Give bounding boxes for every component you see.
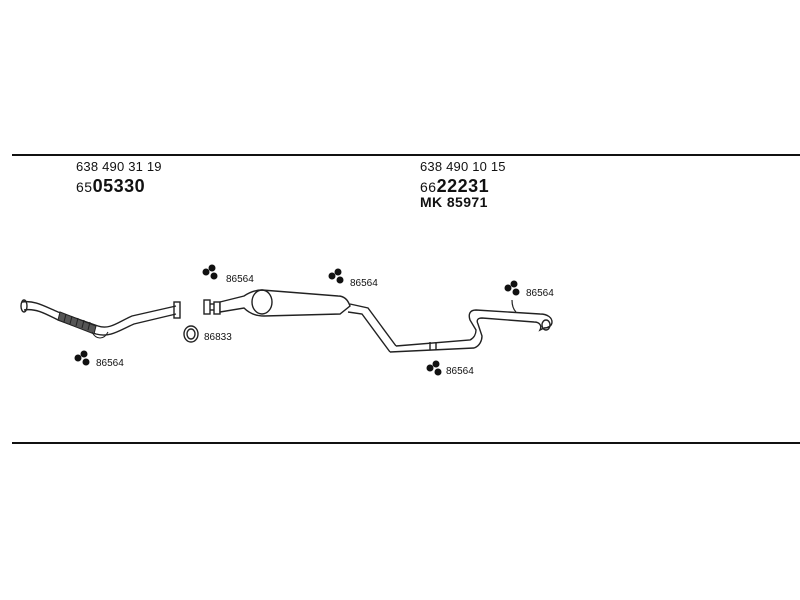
hanger-callout-label: 86564: [446, 366, 474, 377]
rubber-hanger-icon: [328, 268, 344, 284]
top-divider: [12, 154, 800, 156]
hanger-callout-label: 86564: [350, 278, 378, 289]
connector-clamp: [203, 299, 221, 315]
middle-muffler: [219, 289, 397, 353]
right-mk-label: MK 85971: [420, 194, 488, 210]
rear-pipe: [389, 309, 553, 353]
bottom-divider: [12, 442, 800, 444]
right-part-number: 638 490 10 15: [420, 159, 506, 174]
rubber-hanger-icon: [504, 280, 520, 296]
right-article-code: 6622231: [420, 177, 489, 195]
sealing-ring-icon: [183, 325, 199, 343]
hanger-callout-label: 86564: [96, 358, 124, 369]
left-part-number: 638 490 31 19: [76, 159, 162, 174]
rubber-hanger-icon: [202, 264, 218, 280]
rear-hanger-bracket: [511, 299, 517, 313]
rubber-hanger-icon: [74, 350, 90, 366]
right-code-prefix: 66: [420, 179, 437, 195]
flex-pipe-section: [57, 311, 109, 339]
right-code-main: 22231: [436, 176, 490, 196]
left-code-main: 05330: [92, 176, 146, 196]
hanger-callout-label: 86564: [226, 274, 254, 285]
rubber-hanger-icon: [426, 360, 442, 376]
hanger-callout-label: 86564: [526, 288, 554, 299]
left-article-code: 6505330: [76, 177, 145, 195]
left-code-prefix: 65: [76, 179, 93, 195]
ring-callout-label: 86833: [204, 332, 232, 343]
front-pipe: [20, 299, 181, 336]
